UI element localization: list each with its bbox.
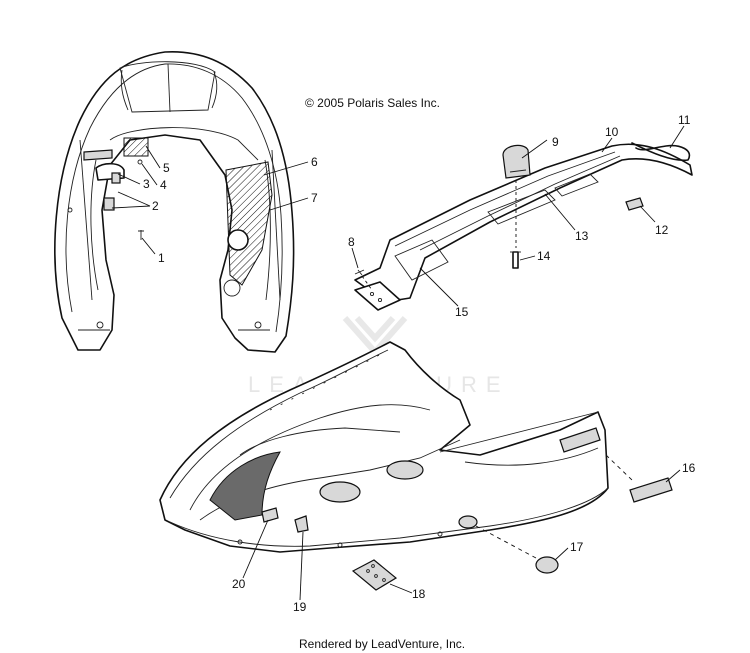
callout-15: 15 xyxy=(455,305,469,319)
copyright-text: © 2005 Polaris Sales Inc. xyxy=(305,96,440,110)
callout-3: 3 xyxy=(143,177,150,191)
callout-8: 8 xyxy=(348,235,355,249)
callout-6: 6 xyxy=(311,155,318,169)
hood-top-view xyxy=(54,51,295,353)
callout-13: 13 xyxy=(575,229,589,243)
callout-12: 12 xyxy=(655,223,669,237)
callout-numbers: 1 2 3 4 5 6 7 8 9 10 11 12 13 14 15 16 1… xyxy=(143,113,696,614)
callout-leaders xyxy=(111,125,685,601)
callout-20: 20 xyxy=(232,577,246,591)
callout-18: 18 xyxy=(412,587,426,601)
loose-parts xyxy=(351,477,673,591)
callout-17: 17 xyxy=(570,540,584,554)
callout-7: 7 xyxy=(311,191,318,205)
callout-1: 1 xyxy=(158,251,165,265)
callout-11: 11 xyxy=(678,113,691,127)
callout-14: 14 xyxy=(537,249,551,263)
callout-4: 4 xyxy=(160,178,167,192)
callout-2: 2 xyxy=(152,199,159,213)
callout-16: 16 xyxy=(682,461,696,475)
trim-rail-assembly xyxy=(354,142,693,311)
callout-10: 10 xyxy=(605,125,619,139)
callout-19: 19 xyxy=(293,600,307,614)
footer-text: Rendered by LeadVenture, Inc. xyxy=(299,637,465,651)
hood-perspective-view xyxy=(159,341,633,559)
callout-9: 9 xyxy=(552,135,559,149)
callout-5: 5 xyxy=(163,161,170,175)
